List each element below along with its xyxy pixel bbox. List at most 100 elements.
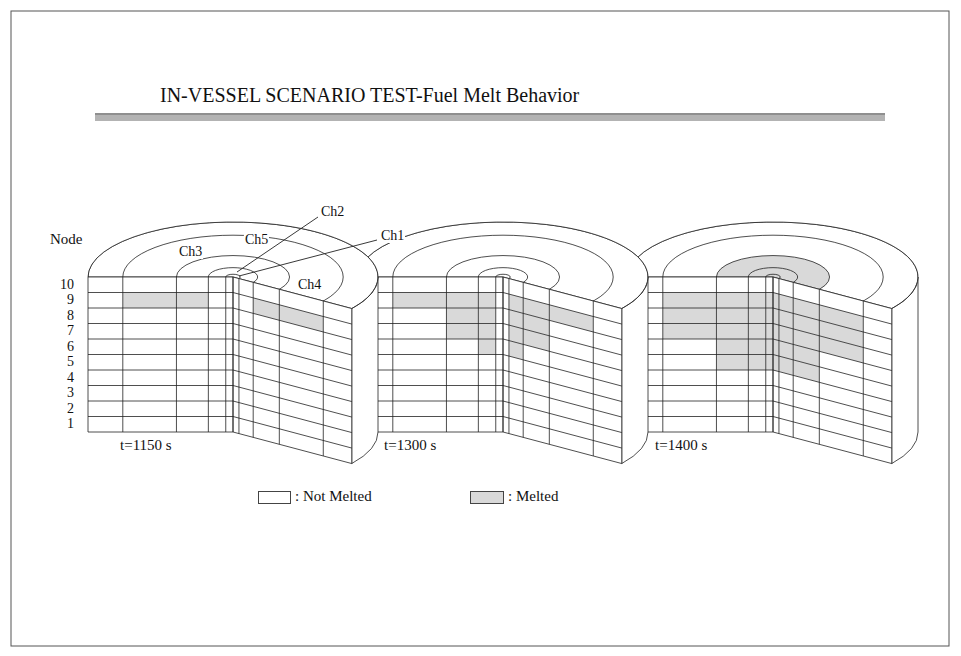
cut-plane: [503, 277, 622, 464]
melted-cell: [766, 339, 773, 355]
melted-cell: [819, 336, 863, 363]
cut-plane: [88, 277, 233, 432]
node-grid-line: [773, 386, 892, 418]
node-grid-line: [358, 354, 503, 355]
node-grid-line: [628, 323, 773, 324]
node-number: 9: [67, 293, 74, 308]
node-grid-line: [358, 385, 503, 386]
melted-cell: [716, 324, 748, 340]
node-grid-line: [549, 289, 550, 444]
node-grid-line: [358, 308, 503, 309]
channel-label: Ch4: [297, 277, 322, 292]
melted-cell: [766, 324, 773, 340]
time-label: t=1300 s: [384, 437, 436, 454]
node-number: 4: [67, 370, 74, 385]
node-grid-line: [593, 301, 594, 456]
legend-swatch: [470, 491, 504, 504]
cut-plane: [628, 277, 773, 432]
node-grid-line: [358, 432, 503, 433]
node-grid-line: [508, 279, 509, 434]
frame: [11, 11, 949, 646]
node-grid-line: [88, 292, 233, 293]
node-grid-line: [88, 339, 233, 340]
cylinder: [88, 222, 378, 464]
melted-cell: [123, 293, 177, 309]
melted-cell: [773, 339, 779, 356]
cut-plane: [233, 277, 352, 464]
node-grid-line: [773, 293, 892, 325]
melted-cell: [716, 308, 748, 324]
melted-cell: [446, 324, 478, 340]
node-grid-line: [628, 354, 773, 355]
melted-cell: [773, 324, 779, 341]
cut-plane: [773, 277, 892, 464]
channel-label: Ch2: [320, 204, 345, 219]
page-title: IN-VESSEL SCENARIO TEST-Fuel Melt Behavi…: [160, 84, 579, 106]
cylinder: [628, 222, 918, 464]
melted-cell: [748, 355, 765, 371]
node-grid-line: [503, 401, 622, 433]
node-grid-line: [628, 277, 773, 278]
node-grid-line: [773, 339, 892, 371]
title-bar: [95, 113, 885, 121]
node-grid-line: [358, 370, 503, 371]
node-grid-line: [773, 308, 892, 340]
node-grid-line: [233, 293, 352, 325]
node-grid-line: [358, 339, 503, 340]
node-grid-line: [495, 277, 496, 432]
node-grid-line: [233, 386, 352, 418]
node-grid-line: [773, 355, 892, 387]
channel-label: Ch3: [178, 244, 203, 259]
channel-label: Ch1: [380, 228, 405, 243]
node-grid-line: [88, 354, 233, 355]
melted-cell: [663, 308, 717, 324]
node-grid-line: [503, 324, 622, 356]
node-grid-line: [351, 309, 352, 464]
melted-cell: [748, 324, 765, 340]
node-grid-line: [176, 277, 177, 432]
node-grid-line: [628, 370, 773, 371]
node-grid-line: [503, 339, 622, 371]
node-grid-line: [628, 401, 773, 402]
node-grid-line: [88, 308, 233, 309]
node-grid-line: [392, 277, 393, 432]
node-grid-line: [233, 401, 352, 433]
channel-label: Ch5: [244, 232, 269, 247]
node-grid-line: [358, 416, 503, 417]
node-grid-line: [446, 277, 447, 432]
node-grid-line: [628, 339, 773, 340]
melted-cell: [748, 308, 765, 324]
node-grid-line: [88, 370, 233, 371]
node-grid-line: [628, 432, 773, 433]
node-grid-line: [358, 323, 503, 324]
node-grid-line: [503, 432, 622, 464]
node-grid-line: [773, 277, 774, 432]
node-grid-line: [748, 277, 749, 432]
melted-cell: [716, 293, 748, 309]
melted-cell: [773, 355, 779, 372]
node-number: 6: [67, 339, 74, 354]
node-grid-line: [773, 401, 892, 433]
node-number: 2: [67, 401, 74, 416]
node-grid-line: [238, 279, 239, 434]
melted-cell: [478, 293, 495, 309]
node-grid-line: [233, 370, 352, 402]
node-grid-line: [773, 417, 892, 449]
melted-cell: [773, 293, 779, 310]
melted-cell: [766, 355, 773, 371]
node-grid-line: [863, 301, 864, 456]
node-grid-line: [503, 277, 504, 432]
node-grid-line: [358, 401, 503, 402]
node-grid-line: [628, 385, 773, 386]
node-grid-line: [88, 323, 233, 324]
melted-cell: [766, 293, 773, 309]
node-grid-line: [88, 277, 89, 432]
melted-cell: [716, 355, 748, 371]
node-grid-line: [523, 282, 524, 437]
node-grid-line: [503, 308, 622, 340]
node-grid-line: [662, 277, 663, 432]
time-label: t=1150 s: [120, 437, 172, 454]
cylinder: [358, 222, 648, 464]
node-number: 8: [67, 308, 74, 323]
node-grid-line: [88, 416, 233, 417]
